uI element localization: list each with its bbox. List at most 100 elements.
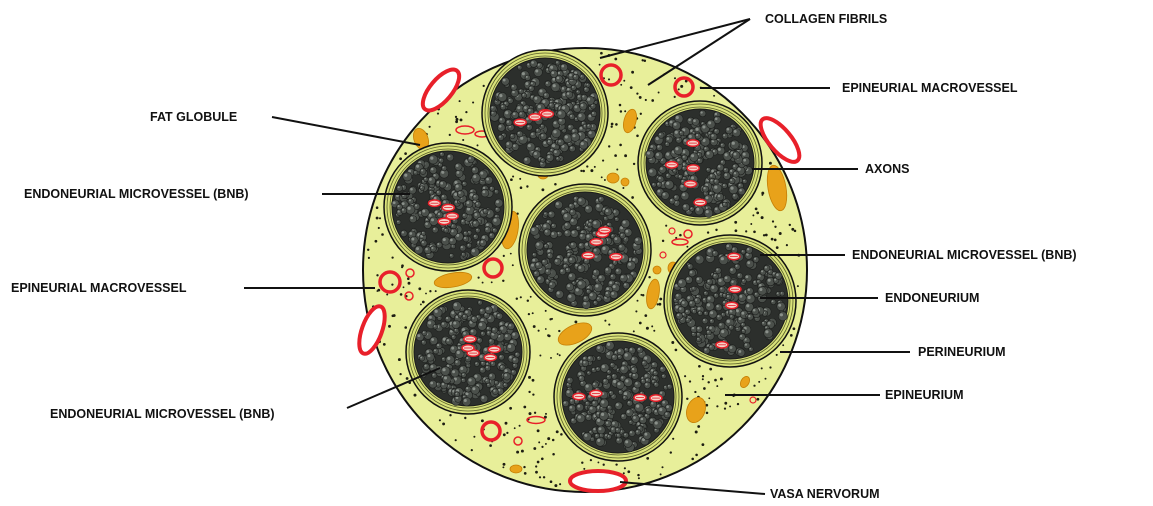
axon-highlight xyxy=(717,315,719,317)
collagen-fibril-dot xyxy=(776,354,778,356)
collagen-fibril-dot xyxy=(674,96,676,98)
axon-highlight xyxy=(596,367,598,369)
axon-highlight xyxy=(579,244,581,246)
axon-highlight xyxy=(587,125,589,127)
axon-highlight xyxy=(704,147,706,149)
collagen-fibril-dot xyxy=(716,405,718,407)
axon xyxy=(396,220,401,225)
collagen-fibril-dot xyxy=(772,220,774,222)
axon-highlight xyxy=(526,76,528,78)
axon xyxy=(462,397,471,406)
axon-highlight xyxy=(492,112,494,114)
axon-highlight xyxy=(738,274,740,276)
axon-highlight xyxy=(697,333,699,335)
axon-highlight xyxy=(495,190,497,192)
axon-highlight xyxy=(410,188,413,191)
axon-highlight xyxy=(577,227,579,229)
collagen-fibril-dot xyxy=(640,294,642,296)
axon xyxy=(592,400,598,406)
axon xyxy=(568,405,575,412)
collagen-fibril-dot xyxy=(532,379,535,382)
axon xyxy=(548,211,555,218)
axon xyxy=(526,124,532,130)
axon-highlight xyxy=(631,272,634,275)
axon-highlight xyxy=(623,396,625,398)
axon-highlight xyxy=(484,348,487,351)
axon-highlight xyxy=(757,280,759,282)
collagen-fibril-dot xyxy=(509,407,512,410)
axon xyxy=(610,274,616,280)
axon xyxy=(721,313,725,317)
axon-highlight xyxy=(753,309,756,312)
collagen-fibril-dot xyxy=(659,303,662,306)
axon-highlight xyxy=(621,367,624,370)
axon xyxy=(461,373,466,378)
axon-highlight xyxy=(587,235,590,238)
axon xyxy=(563,134,572,143)
collagen-fibril-dot xyxy=(583,468,585,470)
collagen-fibril-dot xyxy=(644,59,647,62)
collagen-fibril-dot xyxy=(716,385,718,387)
axon-highlight xyxy=(583,361,585,363)
collagen-fibril-dot xyxy=(793,327,796,330)
axon xyxy=(598,274,606,282)
collagen-fibril-dot xyxy=(545,413,547,415)
axon xyxy=(665,180,674,189)
axon xyxy=(462,314,468,320)
axon xyxy=(421,340,426,345)
axon xyxy=(706,330,711,335)
collagen-fibril-dot xyxy=(530,296,532,298)
collagen-fibril-dot xyxy=(642,294,644,296)
axon xyxy=(722,202,727,207)
axon xyxy=(443,375,452,384)
axon-highlight xyxy=(650,419,653,422)
axon-highlight xyxy=(478,301,480,303)
axon-highlight xyxy=(608,370,610,372)
axon xyxy=(577,265,585,273)
axon xyxy=(746,287,753,294)
axon-highlight xyxy=(710,192,712,194)
axon-highlight xyxy=(544,94,546,96)
collagen-fibril-dot xyxy=(671,341,674,344)
axon-highlight xyxy=(581,75,583,77)
axon xyxy=(465,386,471,392)
axon xyxy=(583,432,591,440)
axon xyxy=(737,273,743,279)
axon xyxy=(607,370,611,374)
axon-highlight xyxy=(610,264,612,266)
axon xyxy=(675,293,682,300)
axon xyxy=(596,437,605,446)
axon xyxy=(635,403,644,412)
axon-highlight xyxy=(731,281,733,283)
axon-highlight xyxy=(434,349,436,351)
axon xyxy=(689,270,696,277)
axon xyxy=(658,132,664,138)
fascicle xyxy=(554,333,682,461)
axon-highlight xyxy=(656,153,659,156)
axon-highlight xyxy=(463,396,465,398)
axon-highlight xyxy=(658,190,661,193)
axon-highlight xyxy=(717,171,719,173)
collagen-fibril-dot xyxy=(401,266,403,268)
axon-highlight xyxy=(641,418,644,421)
axon-highlight xyxy=(621,376,623,378)
axon-highlight xyxy=(759,288,762,291)
axon xyxy=(705,302,714,311)
axon xyxy=(704,209,713,218)
axon-highlight xyxy=(761,270,763,272)
axon-highlight xyxy=(531,61,534,64)
axon xyxy=(455,170,463,178)
axon-highlight xyxy=(691,154,694,157)
axon xyxy=(473,234,478,239)
axon xyxy=(615,427,620,432)
axon xyxy=(460,245,466,251)
axon-highlight xyxy=(585,259,587,261)
collagen-fibril-dot xyxy=(505,422,508,425)
collagen-fibril-dot xyxy=(603,464,605,466)
axon xyxy=(656,144,662,150)
leader-fat-globule xyxy=(272,117,420,145)
axon-highlight xyxy=(666,174,668,176)
collagen-fibril-dot xyxy=(478,277,480,279)
axon-highlight xyxy=(462,379,464,381)
axon-highlight xyxy=(437,191,439,193)
